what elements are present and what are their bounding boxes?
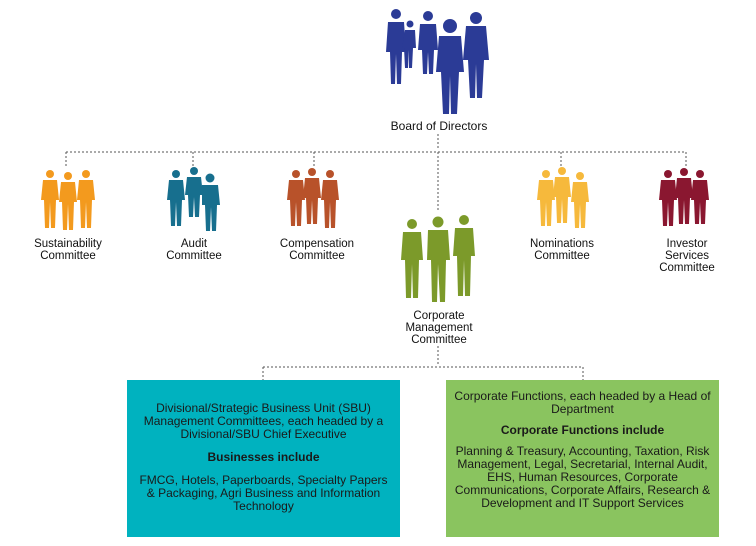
compensation-committee-people-icon	[287, 168, 339, 228]
corporate-management-committee-people-icon	[401, 215, 475, 302]
corporate-functions-heading: Corporate Functions include	[500, 423, 665, 437]
nominations-committee-label: Nominations Committee	[530, 238, 594, 262]
corporate-management-committee-label: Corporate Management Committee	[405, 310, 473, 346]
businesses-heading: Businesses include	[207, 450, 320, 464]
corporate-functions-box: Corporate Functions, each headed by a He…	[446, 380, 719, 537]
sbu-description: Divisional/Strategic Business Unit (SBU)…	[143, 401, 384, 441]
board-people-icon	[386, 9, 489, 114]
investor-services-committee-label: Investor Services Committee	[659, 238, 715, 274]
businesses-list: FMCG, Hotels, Paperboards, Specialty Pap…	[139, 473, 388, 513]
board-of-directors-label: Board of Directors	[390, 119, 488, 133]
compensation-committee-label: Compensation Committee	[279, 238, 355, 262]
audit-committee-label: Audit Committee	[166, 238, 222, 262]
sustainability-committee-label: Sustainability Committee	[34, 238, 102, 262]
sbu-management-committees-box: Divisional/Strategic Business Unit (SBU)…	[127, 380, 400, 537]
audit-committee-people-icon	[167, 167, 220, 231]
corporate-functions-list: Planning & Treasury, Accounting, Taxatio…	[454, 444, 711, 510]
sustainability-committee-people-icon	[41, 170, 95, 230]
nominations-committee-people-icon	[537, 167, 589, 228]
investor-services-committee-people-icon	[659, 168, 709, 226]
corporate-functions-description: Corporate Functions, each headed by a He…	[454, 389, 711, 416]
